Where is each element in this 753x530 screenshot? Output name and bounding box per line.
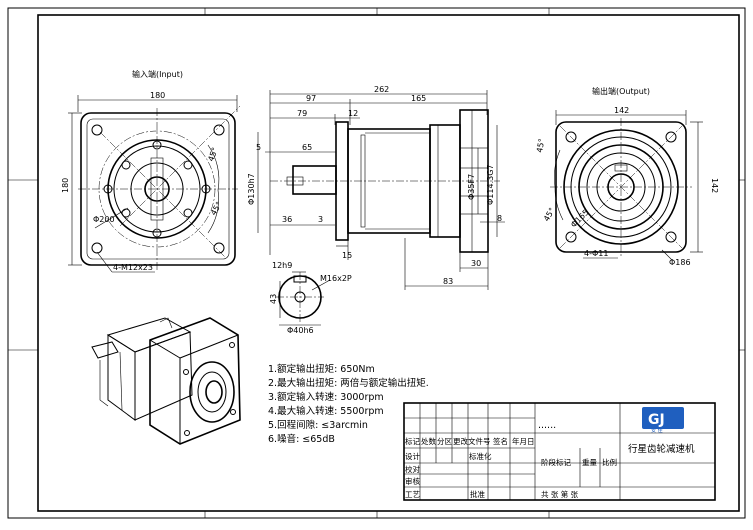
- tb-design: 设计: [405, 451, 420, 461]
- tb-stage-mark: 阶段标记: [541, 457, 571, 467]
- dim-12h9: 12h9: [272, 261, 292, 270]
- dim-43: 43: [269, 294, 278, 304]
- dim-5: 5: [256, 143, 261, 152]
- isometric-view: [91, 317, 241, 445]
- note-5: 5.回程间隙: ≤3arcmin: [268, 419, 368, 431]
- dim-45-b: 45°: [209, 200, 224, 217]
- dim-142-height: 142: [710, 178, 719, 193]
- tb-dots: ......: [538, 420, 556, 431]
- product-name: 行星齿轮减速机: [628, 443, 695, 455]
- tb-sign: 签名: [493, 436, 508, 446]
- dim-phi186: Φ186: [669, 258, 691, 267]
- dim-79: 79: [297, 109, 307, 118]
- tb-date: 年月日: [512, 436, 535, 446]
- side-view: 262 97 165 79 12 5 65 Φ130h7: [247, 85, 505, 290]
- technical-notes: 1.额定输出扭矩: 650Nm 2.最大输出扭矩: 两倍与额定输出扭矩. 3.额…: [268, 363, 429, 445]
- output-view: 142 142 45° 45° Φ165 4-Φ11 Φ186: [535, 106, 719, 267]
- tb-approve: 批准: [470, 489, 485, 499]
- dim-4-phi11: 4-Φ11: [584, 249, 608, 258]
- border-ticks: [8, 8, 745, 518]
- note-6: 6.噪音: ≤65dB: [268, 433, 335, 445]
- input-view-label: 输入端(Input): [132, 69, 183, 79]
- dim-180-height: 180: [61, 178, 70, 193]
- dim-45-d: 45°: [542, 206, 557, 223]
- dim-12: 12: [348, 109, 358, 118]
- shaft-section: 12h9 43 M16x2P Φ40h6: [269, 261, 352, 335]
- note-2: 2.最大输出扭矩: 两倍与额定输出扭矩.: [268, 377, 429, 389]
- company-logo: [642, 407, 684, 429]
- dim-45-c: 45°: [535, 138, 546, 154]
- note-1: 1.额定输出扭矩: 650Nm: [268, 363, 375, 375]
- dim-4-m12: 4-M12x23: [113, 263, 153, 272]
- dim-30: 30: [471, 259, 481, 268]
- dim-3: 3: [318, 215, 323, 224]
- tb-weight: 重量: [582, 458, 597, 467]
- dim-165: 165: [411, 94, 426, 103]
- tb-sheets: 共 张 第 张: [541, 489, 579, 499]
- logo-sub: 安 佳: [651, 427, 663, 434]
- tb-change-doc: 更改文件号: [453, 436, 491, 446]
- tb-mark: 标记: [405, 436, 420, 446]
- dim-36: 36: [282, 215, 292, 224]
- dim-m16: M16x2P: [320, 274, 352, 283]
- dim-phi35f7: Φ35F7: [467, 174, 476, 200]
- input-view: 180 180 45° 45° Φ200: [61, 91, 241, 273]
- tb-review: 审核: [405, 476, 420, 486]
- dim-45-a: 45°: [206, 146, 219, 162]
- dim-180-width: 180: [150, 91, 165, 100]
- dim-8: 8: [497, 214, 502, 223]
- output-view-label: 输出端(Output): [592, 86, 650, 96]
- dim-phi200: Φ200: [93, 215, 115, 224]
- dim-phi114: Φ114.3G7: [486, 165, 495, 206]
- dim-142-width: 142: [614, 106, 629, 115]
- dim-phi130h7: Φ130h7: [247, 173, 256, 205]
- title-block: ...... GJ 安 佳 行星齿轮减速机 标记 处数 分区 更改文件号 签名 …: [403, 402, 716, 501]
- inner-border: [37, 14, 740, 512]
- logo-text: GJ: [648, 412, 665, 428]
- tb-check: 校对: [405, 464, 420, 474]
- dim-97: 97: [306, 94, 316, 103]
- dim-83: 83: [443, 277, 453, 286]
- note-4: 4.最大输入转速: 5500rpm: [268, 405, 384, 417]
- dim-262: 262: [374, 85, 389, 94]
- dim-15: 15: [342, 251, 352, 260]
- tb-standard: 标准化: [469, 451, 492, 461]
- outer-border: [7, 7, 746, 519]
- tb-count: 处数: [421, 436, 436, 446]
- dim-65: 65: [302, 143, 312, 152]
- tb-craft: 工艺: [405, 490, 420, 499]
- input-shaft: [292, 165, 337, 195]
- dim-phi40h6: Φ40h6: [287, 326, 314, 335]
- tb-scale: 比例: [602, 457, 617, 467]
- note-3: 3.额定输入转速: 3000rpm: [268, 391, 384, 403]
- tb-zone: 分区: [437, 437, 452, 446]
